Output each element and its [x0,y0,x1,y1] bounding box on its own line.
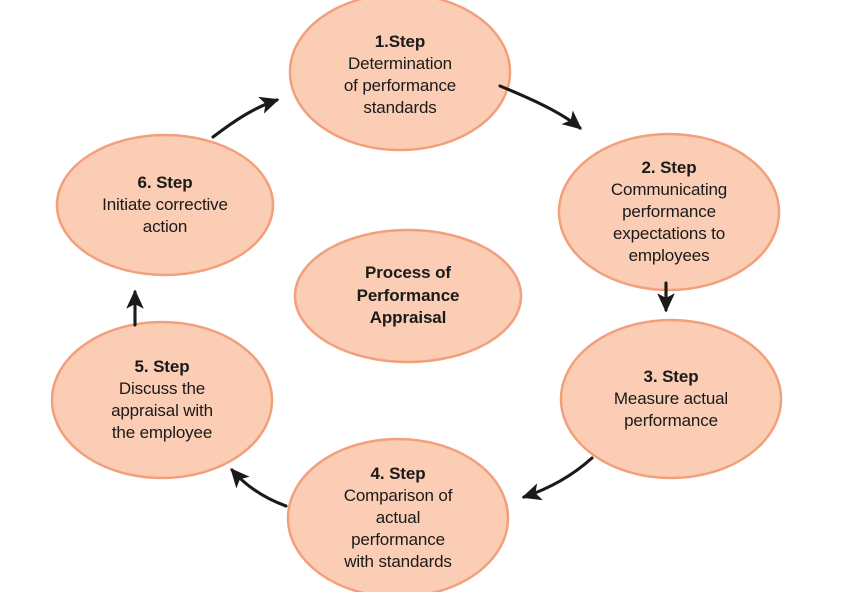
step-4-ellipse[interactable] [286,437,510,592]
step-1-ellipse[interactable] [288,0,512,152]
step-2-ellipse[interactable] [557,132,781,292]
arrow-3-to-4 [521,456,594,501]
step-3-ellipse[interactable] [559,318,783,480]
arrow-1-to-2 [498,84,582,130]
step-5-ellipse[interactable] [50,320,274,480]
arrow-4-to-5 [230,468,288,508]
arrow-6-to-1 [211,96,280,139]
step-6-ellipse[interactable] [55,133,275,277]
center-ellipse[interactable] [293,228,523,364]
